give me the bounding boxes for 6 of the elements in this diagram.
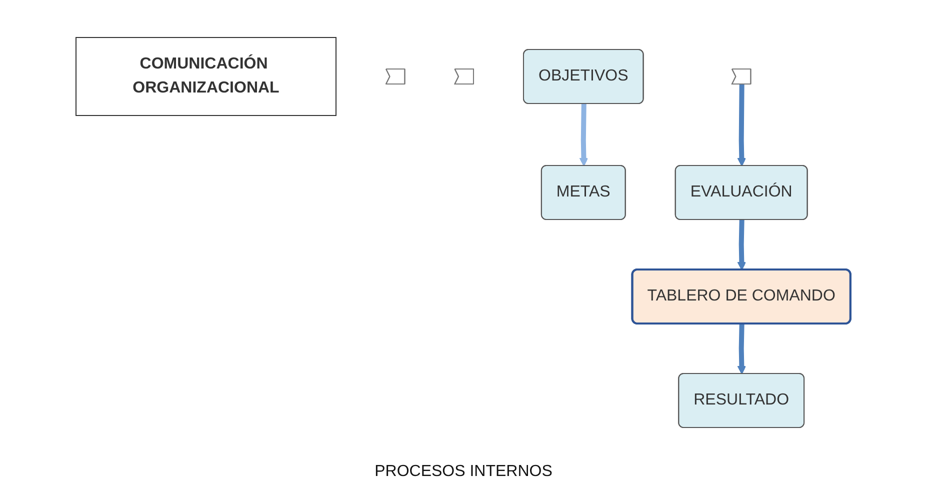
arrow [738, 220, 746, 270]
arrow [738, 84, 746, 166]
node-box: COMUNICACIÓN ORGANIZACIONAL [76, 37, 337, 116]
arrow [738, 324, 746, 374]
caption-text: PROCESOS INTERNOS [374, 463, 552, 480]
arrow [580, 104, 588, 166]
